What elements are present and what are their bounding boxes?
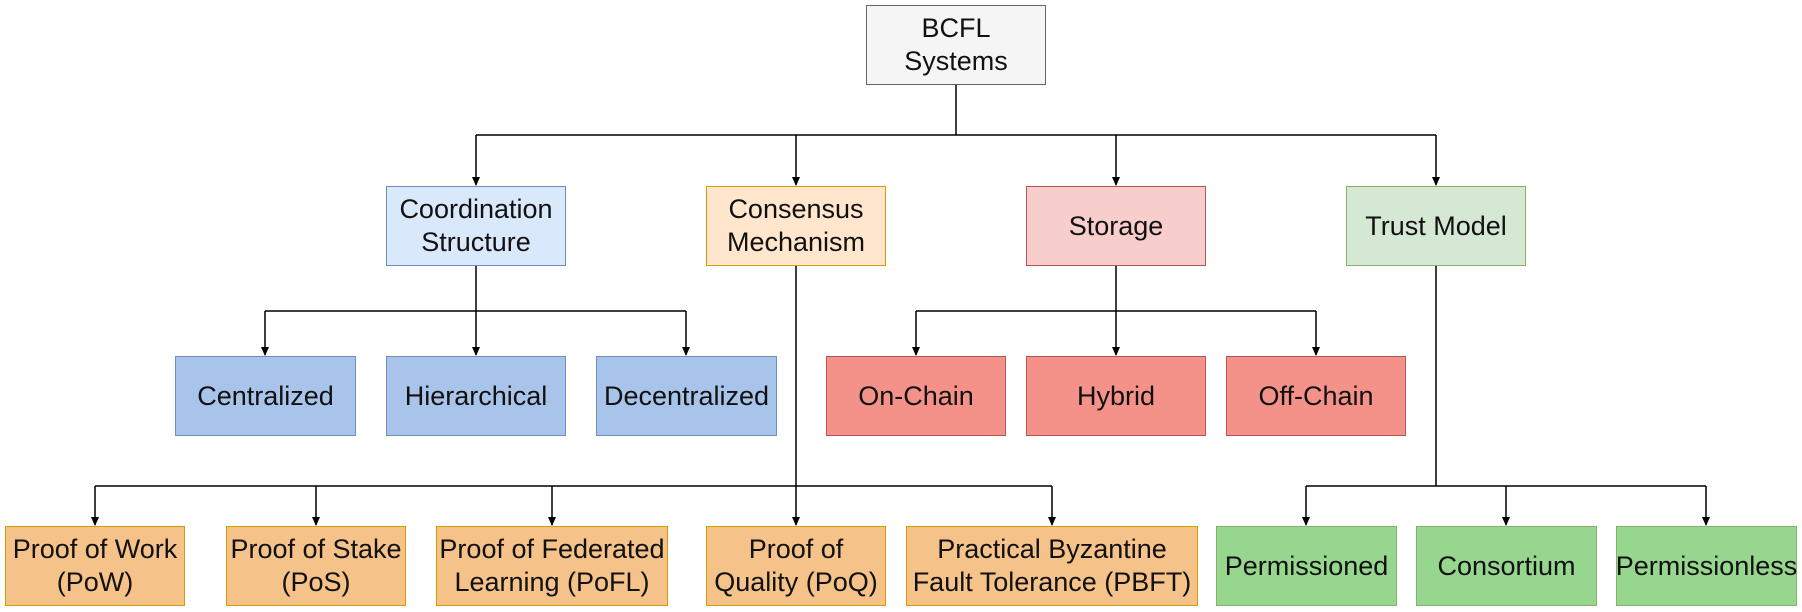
leaf-label: Practical Byzantine Fault Tolerance (PBF… (912, 534, 1192, 597)
leaf-proof-of-federated-learning: Proof of Federated Learning (PoFL) (436, 526, 668, 606)
leaf-label: Proof of Quality (PoQ) (714, 534, 878, 597)
leaf-label: Proof of Work (PoW) (12, 534, 178, 597)
leaf-decentralized: Decentralized (596, 356, 777, 436)
leaf-proof-of-stake: Proof of Stake (PoS) (226, 526, 406, 606)
category-coordination-label: Coordination Structure (399, 194, 553, 257)
category-consensus-mechanism: Consensus Mechanism (706, 186, 886, 266)
leaf-label: Centralized (197, 380, 334, 411)
leaf-label: Proof of Stake (PoS) (230, 534, 402, 597)
category-trust-model: Trust Model (1346, 186, 1526, 266)
leaf-centralized: Centralized (175, 356, 356, 436)
leaf-label: Consortium (1437, 550, 1576, 581)
category-storage-label: Storage (1068, 210, 1164, 241)
category-consensus-label: Consensus Mechanism (726, 194, 866, 257)
leaf-label: Permissioned (1224, 550, 1389, 581)
root-node-label: BCFL Systems (904, 13, 1008, 76)
category-coordination-structure: Coordination Structure (386, 186, 566, 266)
leaf-label: Off-Chain (1258, 380, 1374, 411)
leaf-proof-of-quality: Proof of Quality (PoQ) (706, 526, 886, 606)
leaf-label: Proof of Federated Learning (PoFL) (439, 534, 665, 597)
leaf-proof-of-work: Proof of Work (PoW) (5, 526, 185, 606)
leaf-consortium: Consortium (1416, 526, 1597, 606)
leaf-off-chain: Off-Chain (1226, 356, 1406, 436)
leaf-label: Permissionless (1615, 550, 1798, 581)
leaf-hybrid: Hybrid (1026, 356, 1206, 436)
leaf-permissioned: Permissioned (1216, 526, 1397, 606)
category-storage: Storage (1026, 186, 1206, 266)
leaf-label: Hierarchical (404, 380, 548, 411)
category-trust-label: Trust Model (1365, 210, 1507, 241)
leaf-pbft: Practical Byzantine Fault Tolerance (PBF… (906, 526, 1198, 606)
leaf-label: Hybrid (1076, 380, 1156, 411)
leaf-label: On-Chain (858, 380, 974, 411)
leaf-permissionless: Permissionless (1616, 526, 1797, 606)
leaf-label: Decentralized (603, 380, 770, 411)
leaf-on-chain: On-Chain (826, 356, 1006, 436)
leaf-hierarchical: Hierarchical (386, 356, 566, 436)
root-node-bcfl-systems: BCFL Systems (866, 5, 1046, 85)
